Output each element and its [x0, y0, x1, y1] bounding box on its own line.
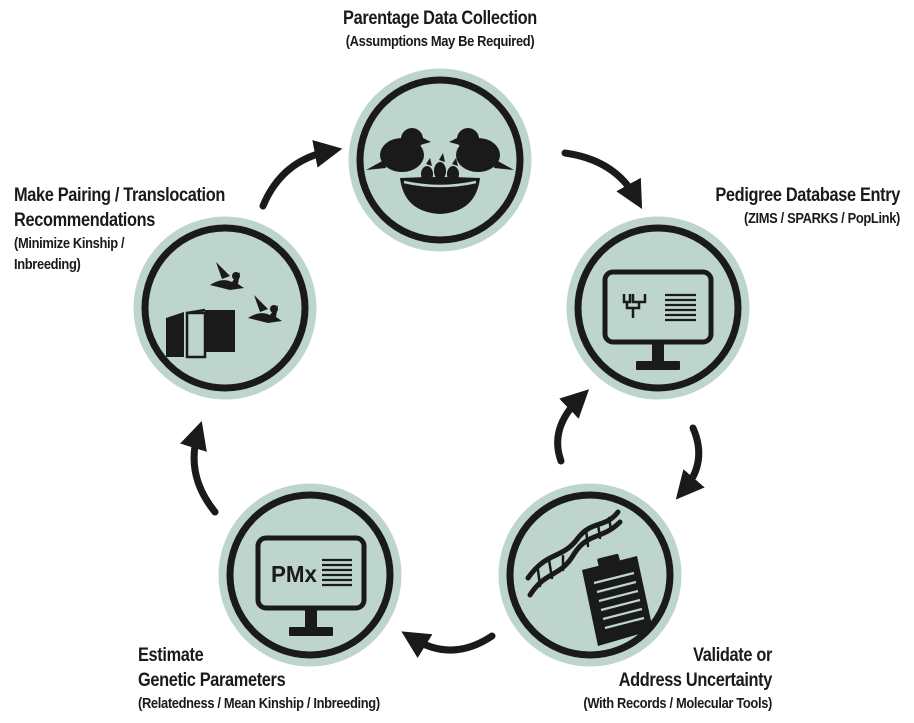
- step-subtitle: (Relatedness / Mean Kinship / Inbreeding…: [138, 695, 380, 712]
- family-tree-icon: [622, 294, 647, 318]
- node-make-pairing-recommendations: [130, 213, 320, 403]
- label-validate-uncertainty: Validate or Address Uncertainty (With Re…: [472, 643, 772, 714]
- pmx-label: PMx: [271, 561, 317, 587]
- text-lines-icon: [665, 293, 696, 322]
- text-lines-icon: [322, 558, 352, 587]
- flying-bird-icon: [210, 262, 244, 290]
- step-title-line: Make Pairing / Translocation: [14, 185, 226, 206]
- step-subtitle: (ZIMS / SPARKS / PopLink): [744, 210, 900, 227]
- arrow-bottomleft-to-left: [180, 420, 219, 516]
- step-title-line: Address Uncertainty: [618, 670, 773, 691]
- crate-icon: [166, 308, 235, 359]
- arrow-bottomright-to-right: [554, 389, 590, 465]
- arrow-bottomright-to-bottomleft: [401, 631, 496, 659]
- label-parentage-data-collection: Parentage Data Collection (Assumptions M…: [280, 6, 600, 52]
- step-title-line: Genetic Parameters: [138, 670, 286, 691]
- node-parentage-data-collection: [345, 65, 535, 255]
- arrow-right-to-bottomright: [675, 424, 705, 500]
- step-subtitle-line: (Minimize Kinship /: [14, 235, 125, 252]
- clipboard-icon: [582, 553, 653, 646]
- pmx-monitor-icon: PMx: [255, 535, 367, 636]
- label-make-pairing-recommendations: Make Pairing / Translocation Recommendat…: [14, 183, 314, 275]
- step-subtitle: (With Records / Molecular Tools): [583, 695, 772, 712]
- arrow-left-to-top: [259, 140, 343, 210]
- step-title: Parentage Data Collection: [343, 8, 537, 29]
- step-title-line: Recommendations: [14, 210, 156, 231]
- step-subtitle: (Assumptions May Be Required): [345, 33, 535, 50]
- label-estimate-genetic-parameters: Estimate Genetic Parameters (Relatedness…: [138, 643, 478, 714]
- birds-nest-icon: [366, 128, 514, 214]
- step-title-line: Validate or: [693, 645, 772, 666]
- node-pedigree-database-entry: [563, 213, 753, 403]
- arrow-top-to-right: [561, 149, 643, 210]
- flying-bird-icon: [248, 295, 282, 323]
- pedigree-monitor-icon: [602, 269, 714, 370]
- step-title: Pedigree Database Entry: [715, 185, 900, 206]
- label-pedigree-database-entry: Pedigree Database Entry (ZIMS / SPARKS /…: [600, 183, 900, 229]
- dna-icon: [525, 509, 623, 598]
- step-subtitle-line: Inbreeding): [14, 256, 81, 273]
- node-validate-uncertainty: [495, 480, 685, 670]
- node-estimate-genetic-parameters: PMx: [215, 480, 405, 670]
- step-title-line: Estimate: [138, 645, 204, 666]
